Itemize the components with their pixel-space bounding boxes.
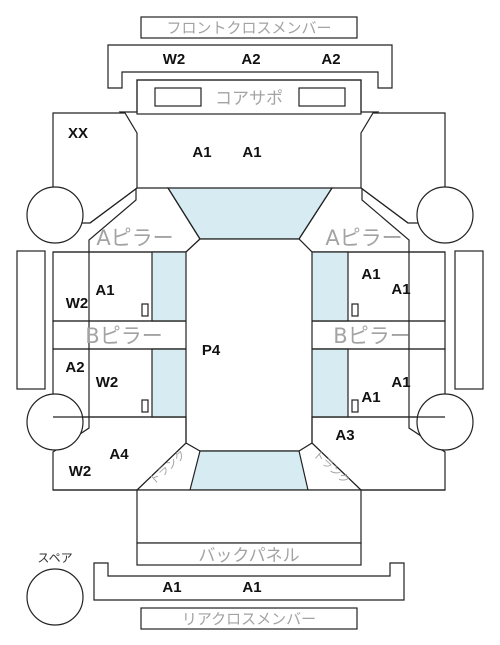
rear-cross-code-2: A1: [242, 579, 261, 596]
spare-label: スペア: [37, 551, 72, 565]
right-side-skirt: [454, 250, 484, 390]
rear-cross-member-box: [140, 607, 358, 630]
rear-left-quarter-code-1: A4: [109, 446, 129, 463]
rear-right-door-handle: [351, 399, 359, 413]
rear-window: [189, 450, 309, 491]
left-side-skirt: [16, 250, 46, 390]
trunk-right-edge: [311, 442, 362, 491]
rear-right-window: [309, 348, 349, 418]
front-bumper-bracket: [107, 44, 393, 89]
front-left-door-code-2: W2: [66, 295, 89, 312]
rear-right-door-code-1: A1: [391, 374, 410, 391]
front-left-door-handle: [141, 303, 149, 317]
front-cross-member-label: フロントクロスメンバー: [166, 19, 331, 37]
b-pillar-right-label: Bピラー: [333, 324, 410, 348]
rear-left-door-handle: [141, 399, 149, 413]
rear-right-wheel: [416, 393, 474, 451]
rear-left-wheel: [26, 393, 84, 451]
a-pillar-left-label: Aピラー: [96, 226, 173, 250]
trunk-lid: [136, 489, 362, 544]
rear-right-door-code-2: A1: [361, 389, 380, 406]
front-cross-code-1: W2: [163, 51, 186, 68]
front-cross-code-2: A2: [241, 51, 260, 68]
core-support-box: [136, 79, 362, 115]
core-support-right-slot: [298, 87, 346, 107]
front-right-door-handle: [351, 303, 359, 317]
a-pillar-right-label: Aピラー: [325, 226, 402, 250]
rear-left-door-code-1: A2: [65, 359, 84, 376]
rear-cross-code-1: A1: [162, 579, 181, 596]
rear-left-window: [151, 348, 191, 418]
b-pillar-left-label: Bピラー: [85, 324, 162, 348]
front-right-wheel: [416, 186, 474, 244]
back-panel-label: バックパネル: [198, 546, 299, 566]
front-cross-code-3: A2: [321, 51, 340, 68]
rear-bumper-bracket: [93, 562, 405, 601]
rear-left-door-code-2: W2: [96, 374, 119, 391]
spare-tire: [26, 568, 84, 626]
core-right-code: A1: [242, 144, 261, 161]
rear-right-quarter-code: A3: [335, 427, 354, 444]
front-cross-member-box: [140, 16, 358, 39]
trunk-left-edge: [136, 442, 187, 491]
front-right-door-code-1: A1: [361, 266, 380, 283]
roof-code: P4: [202, 342, 221, 359]
front-left-fender-code: XX: [68, 125, 88, 142]
core-support-left-slot: [154, 87, 202, 107]
front-left-door-code-1: A1: [95, 282, 114, 299]
front-right-window: [309, 251, 349, 322]
front-left-window: [151, 251, 191, 322]
rear-left-quarter-code-2: W2: [69, 463, 92, 480]
back-panel-box: [136, 542, 362, 566]
core-left-code: A1: [192, 144, 211, 161]
core-support-label: コアサポ: [215, 89, 283, 109]
front-right-door-code-2: A1: [391, 281, 410, 298]
rear-cross-member-label: リアクロスメンバー: [182, 610, 316, 628]
front-left-wheel: [26, 186, 84, 244]
